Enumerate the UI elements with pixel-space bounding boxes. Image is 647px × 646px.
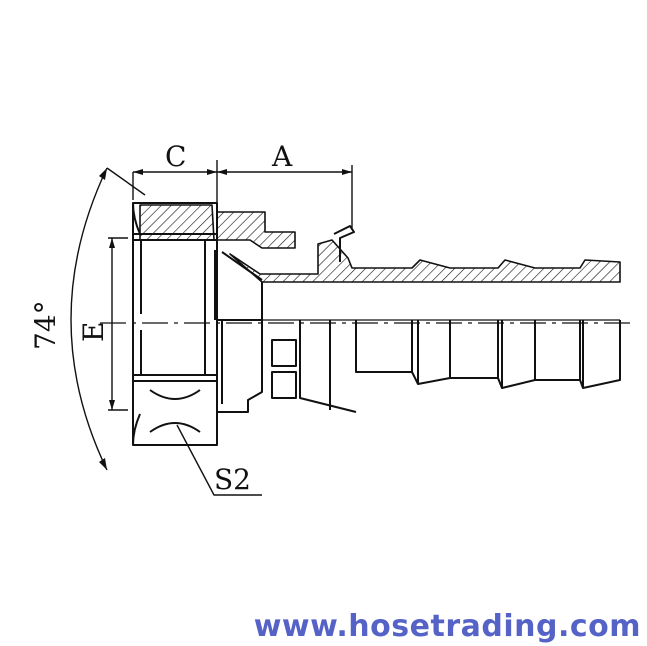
dimension-e-label: E	[77, 322, 110, 342]
dimension-arrows	[99, 168, 352, 470]
dimension-c-label: C	[165, 140, 186, 173]
dimension-lines	[70, 160, 353, 496]
hose-stem	[229, 225, 621, 413]
hex-size-label: S2	[214, 463, 251, 496]
website-watermark: www.hosetrading.com	[253, 609, 641, 644]
dimension-a-label: A	[271, 140, 293, 173]
hex-nut	[132, 202, 218, 446]
angle-label: 74°	[29, 300, 62, 350]
coupling-sleeve	[214, 211, 296, 413]
